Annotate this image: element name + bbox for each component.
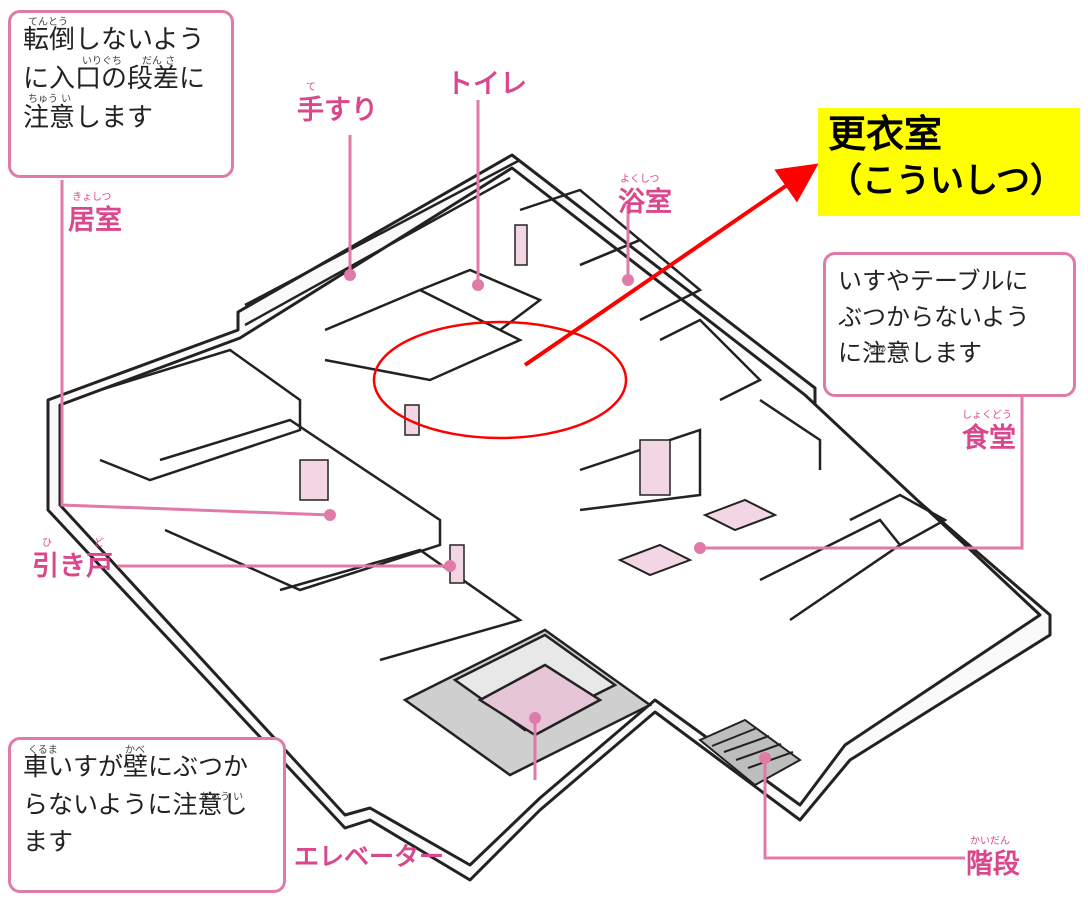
callout-line: らないように注意し bbox=[23, 789, 248, 819]
dining-tables bbox=[617, 498, 778, 577]
ruby-text: いりぐち bbox=[82, 56, 122, 67]
ruby-text: しょくどう bbox=[962, 410, 1012, 421]
changing-room-arrow bbox=[523, 163, 819, 367]
callout-line: ます bbox=[23, 827, 74, 856]
callout-prevent-falling: 転倒しないよう に入口の段差に 注意します bbox=[8, 10, 234, 178]
callout-avoid-furniture: いすやテーブルに ぶつからないよう に注意します bbox=[823, 252, 1076, 397]
callout-line: ぶつからないよう bbox=[838, 303, 1030, 331]
changing-room-label: 更衣室 （こういしつ） bbox=[818, 108, 1080, 216]
ruby-text: ひ bbox=[42, 538, 52, 549]
ruby-text: だん さ bbox=[142, 56, 176, 67]
leader-lines bbox=[60, 100, 1024, 860]
callout-wheelchair-walls: 車いすが壁にぶつか らないように注意し ます bbox=[8, 737, 286, 893]
leader-dots bbox=[324, 269, 771, 764]
callout-line: に入口の段差に bbox=[23, 64, 206, 94]
label-sliding-door: 引き戸 bbox=[32, 551, 113, 582]
staircase bbox=[698, 718, 802, 787]
changing-room-title: 更衣室 bbox=[828, 112, 943, 156]
label-elevator: エレベーター bbox=[294, 842, 445, 871]
ruby-text: ちゅう い bbox=[200, 792, 244, 803]
callout-line: に注意します bbox=[838, 339, 982, 367]
label-bathroom: 浴室 bbox=[618, 187, 672, 218]
callout-line: 注意します bbox=[23, 103, 154, 133]
building-walls bbox=[46, 153, 1052, 882]
label-stairs: 階段 bbox=[966, 849, 1020, 880]
elevator-shaft bbox=[402, 628, 653, 777]
ruby-text: くるま bbox=[28, 745, 58, 756]
label-handrail: 手すり bbox=[297, 95, 378, 126]
ruby-text: かいだん bbox=[970, 836, 1010, 847]
ruby-text: て bbox=[306, 82, 316, 93]
callout-line: 車いすが壁にぶつか bbox=[23, 752, 249, 781]
ruby-text: てんとう bbox=[28, 17, 68, 28]
ruby-text: ちゅう い bbox=[867, 344, 911, 355]
label-toilet: トイレ bbox=[446, 69, 527, 100]
ruby-text: きょしつ bbox=[72, 192, 112, 203]
label-dining-room: 食堂 bbox=[962, 423, 1016, 454]
callout-line: いすやテーブルに bbox=[838, 267, 1029, 295]
callout-line: 転倒しないよう bbox=[23, 25, 205, 55]
ruby-text: よくしつ bbox=[620, 174, 660, 185]
ruby-text: ど bbox=[94, 538, 104, 549]
changing-room-highlight-ellipse bbox=[372, 320, 628, 440]
ruby-text: かべ bbox=[125, 745, 145, 756]
label-living-room: 居室 bbox=[68, 205, 122, 236]
ruby-text: ちゅう い bbox=[28, 94, 72, 105]
doors bbox=[299, 224, 671, 584]
changing-room-reading: （こういしつ） bbox=[828, 161, 1064, 202]
